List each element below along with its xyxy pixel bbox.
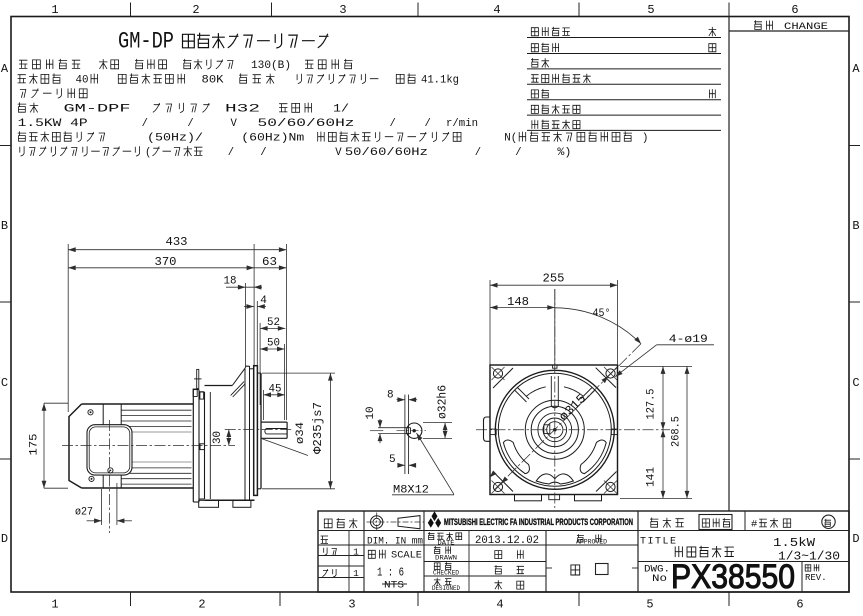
svg-text:ø34: ø34 xyxy=(295,422,307,444)
svg-text:130(B): 130(B) xyxy=(251,60,291,72)
svg-text:/: / xyxy=(260,147,266,159)
svg-text:4: 4 xyxy=(260,295,267,307)
svg-text:41.1kg: 41.1kg xyxy=(421,75,459,87)
svg-text:/: / xyxy=(475,147,481,159)
svg-text:6: 6 xyxy=(791,3,798,17)
svg-text:1: 1 xyxy=(51,3,58,17)
svg-text:127.5: 127.5 xyxy=(646,389,658,420)
svg-text:A: A xyxy=(1,62,9,76)
svg-text:GM-DP: GM-DP xyxy=(118,29,174,55)
svg-text:PX38550: PX38550 xyxy=(671,558,795,596)
svg-text:(60Hz)Nm: (60Hz)Nm xyxy=(241,133,304,145)
svg-text:1/: 1/ xyxy=(333,104,349,116)
svg-text:V: V xyxy=(231,118,238,130)
svg-text:268.5: 268.5 xyxy=(671,416,683,447)
svg-text:2013.12.02: 2013.12.02 xyxy=(475,535,539,547)
svg-text:175: 175 xyxy=(29,434,41,456)
svg-text:C: C xyxy=(852,376,859,390)
svg-text:6: 6 xyxy=(796,598,803,612)
svg-text:5: 5 xyxy=(647,3,654,17)
svg-text:TITLE: TITLE xyxy=(640,537,678,548)
svg-text:V: V xyxy=(335,147,342,159)
svg-text:4: 4 xyxy=(493,3,500,17)
svg-text:APPROVED: APPROVED xyxy=(576,539,607,546)
svg-text:CHANGE: CHANGE xyxy=(784,21,828,33)
svg-text:B: B xyxy=(1,219,8,233)
svg-text:1: 1 xyxy=(353,568,359,579)
svg-text:2: 2 xyxy=(192,3,199,17)
svg-text:2: 2 xyxy=(198,598,205,612)
svg-text:(: ( xyxy=(145,147,151,159)
svg-text:45°: 45° xyxy=(593,308,611,320)
svg-text:DESIGNED: DESIGNED xyxy=(432,585,460,592)
svg-text:50: 50 xyxy=(267,338,280,350)
svg-text:148: 148 xyxy=(507,296,529,309)
svg-text:30: 30 xyxy=(212,431,224,444)
svg-text:3: 3 xyxy=(348,598,355,612)
svg-text:1.5KW 4P: 1.5KW 4P xyxy=(18,118,88,130)
svg-text:1 : 6: 1 : 6 xyxy=(377,567,404,580)
svg-text:/: / xyxy=(228,147,234,159)
svg-text:Φ235js7: Φ235js7 xyxy=(311,402,325,454)
svg-text:1.5kW: 1.5kW xyxy=(773,536,816,550)
svg-text:52: 52 xyxy=(267,317,280,329)
svg-text:8: 8 xyxy=(387,390,394,402)
svg-text:%): %) xyxy=(557,147,571,159)
svg-text:40: 40 xyxy=(76,75,89,87)
svg-text:4-ø19: 4-ø19 xyxy=(669,334,708,346)
svg-text:SCALE: SCALE xyxy=(391,550,422,561)
svg-text:45: 45 xyxy=(269,383,282,395)
svg-text:C: C xyxy=(1,376,8,390)
svg-text:4: 4 xyxy=(496,598,503,612)
svg-text:80K: 80K xyxy=(202,75,225,87)
svg-text:No: No xyxy=(652,574,667,585)
svg-text:1/3~1/30: 1/3~1/30 xyxy=(778,550,840,564)
svg-text:D: D xyxy=(852,532,859,546)
svg-text:REV.: REV. xyxy=(805,573,827,583)
svg-text:50/60/60Hz: 50/60/60Hz xyxy=(258,118,355,130)
svg-text:1: 1 xyxy=(51,598,58,612)
svg-text:A: A xyxy=(852,62,860,76)
svg-text:/: / xyxy=(425,118,431,130)
svg-text:ø27: ø27 xyxy=(75,507,93,519)
svg-text:DWG.: DWG. xyxy=(644,565,670,576)
svg-text:63: 63 xyxy=(262,256,277,269)
svg-text:10: 10 xyxy=(365,407,377,420)
svg-text:ø32h6: ø32h6 xyxy=(437,385,450,419)
svg-text:50/60/60Hz: 50/60/60Hz xyxy=(345,147,428,159)
svg-text:433: 433 xyxy=(166,236,188,249)
svg-text:3: 3 xyxy=(339,3,346,17)
svg-text:GM-DPF: GM-DPF xyxy=(64,104,131,116)
svg-text:M8X12: M8X12 xyxy=(393,485,429,497)
svg-text:5: 5 xyxy=(389,454,396,466)
svg-text:141: 141 xyxy=(646,467,658,487)
svg-text:255: 255 xyxy=(543,273,565,286)
svg-text:DRAWN: DRAWN xyxy=(435,555,457,562)
svg-text:18: 18 xyxy=(224,276,237,288)
svg-text:5: 5 xyxy=(646,598,653,612)
svg-text:r/min: r/min xyxy=(446,118,478,130)
svg-text:DIM. IN mm: DIM. IN mm xyxy=(367,537,423,548)
svg-text:DATE: DATE xyxy=(438,540,455,547)
svg-text:(50Hz)/: (50Hz)/ xyxy=(147,133,203,145)
svg-text:N(: N( xyxy=(504,133,517,145)
svg-text:D: D xyxy=(1,532,8,546)
svg-text:CHECKED: CHECKED xyxy=(433,570,459,577)
svg-text:/: / xyxy=(390,118,396,130)
svg-text:): ) xyxy=(642,133,648,145)
svg-text:1: 1 xyxy=(353,547,359,558)
svg-text:/: / xyxy=(142,118,148,130)
svg-text:MITSUBISHI ELECTRIC FA INDUSTR: MITSUBISHI ELECTRIC FA INDUSTRIAL PRODUC… xyxy=(444,517,633,527)
svg-text:H32: H32 xyxy=(225,104,260,116)
svg-text:/: / xyxy=(187,118,193,130)
svg-text:370: 370 xyxy=(155,256,177,269)
svg-text:#: # xyxy=(751,519,757,531)
svg-text:B: B xyxy=(852,219,859,233)
svg-text:/: / xyxy=(515,147,521,159)
svg-text:NTS: NTS xyxy=(384,581,404,592)
